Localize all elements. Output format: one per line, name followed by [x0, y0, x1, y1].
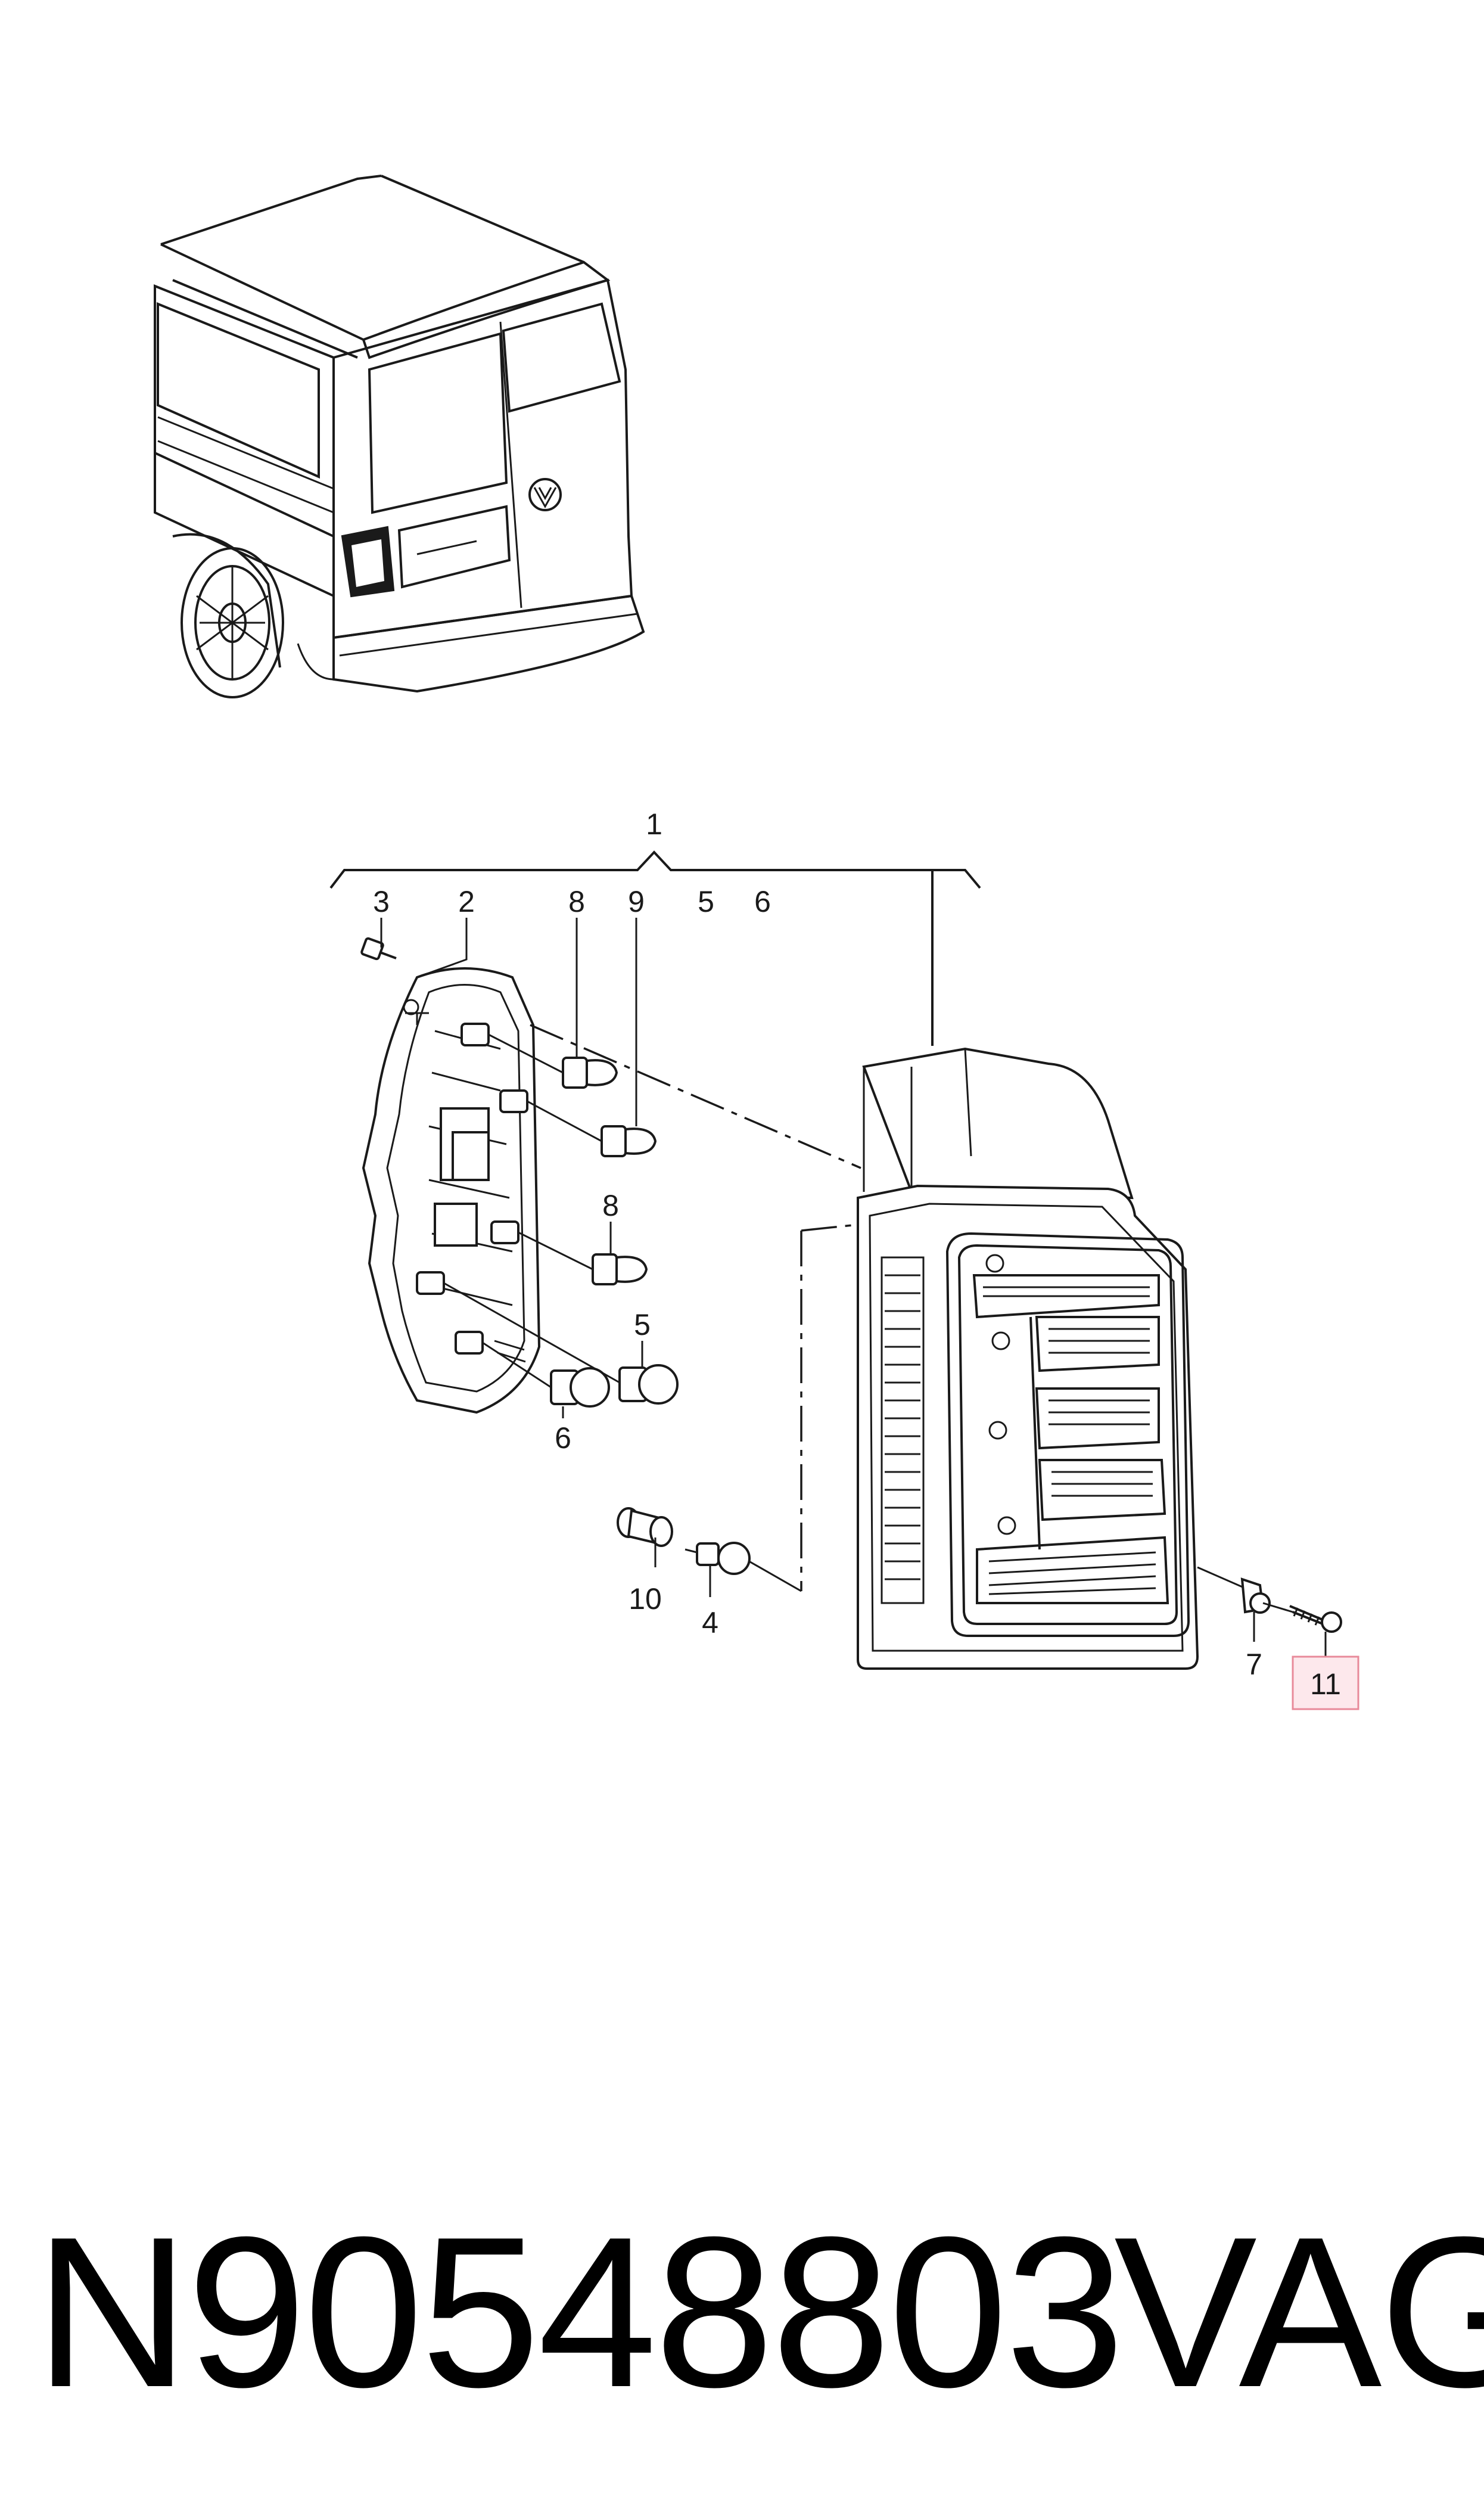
screw-3: [360, 937, 397, 961]
callout-3: 3: [373, 885, 390, 918]
bulb-5: [618, 1364, 679, 1405]
dash-line-vertical: [800, 1223, 858, 1591]
van-illustration: [154, 175, 645, 698]
callout-8-top: 8: [568, 885, 585, 918]
bulb-8-top: [562, 1057, 618, 1089]
nut-7: [1197, 1566, 1271, 1614]
dash-line-top: [530, 1024, 861, 1169]
bulb-8-middle: [592, 1253, 648, 1285]
callout-7: 7: [1246, 1648, 1262, 1681]
grommet-10: [617, 1507, 673, 1547]
highlight-box-11: [1292, 1655, 1359, 1710]
callout-labels: 1 3 2 8 9 5 6 8 5 6 10 4 7 11: [373, 807, 1359, 1710]
callout-4: 4: [702, 1606, 718, 1639]
screw-11: [1262, 1602, 1342, 1633]
louvre-lines: [885, 1274, 920, 1580]
brand-label: VAG: [1114, 2192, 1484, 2432]
bulb-9: [601, 1125, 657, 1157]
callout-2: 2: [458, 885, 475, 918]
bolt-4: [685, 1542, 751, 1575]
callout-1: 1: [646, 807, 662, 841]
tail-light-housing: [857, 1047, 1199, 1670]
callout-6-bottom: 6: [555, 1421, 571, 1455]
callout-1-bracket: [329, 850, 981, 1046]
callout-5-top: 5: [698, 885, 714, 918]
callout-11: 11: [1310, 1667, 1341, 1701]
callout-10: 10: [629, 1582, 662, 1616]
part-number: N90548803: [35, 2192, 1125, 2432]
callout-5-bottom: 5: [634, 1308, 651, 1341]
callout-leaders: [380, 918, 1327, 1657]
bulb-6: [550, 1367, 610, 1408]
bulb-carrier: [362, 967, 541, 1414]
callout-9: 9: [628, 885, 645, 918]
callout-6-top: 6: [754, 885, 771, 918]
callout-8-middle: 8: [602, 1189, 619, 1222]
